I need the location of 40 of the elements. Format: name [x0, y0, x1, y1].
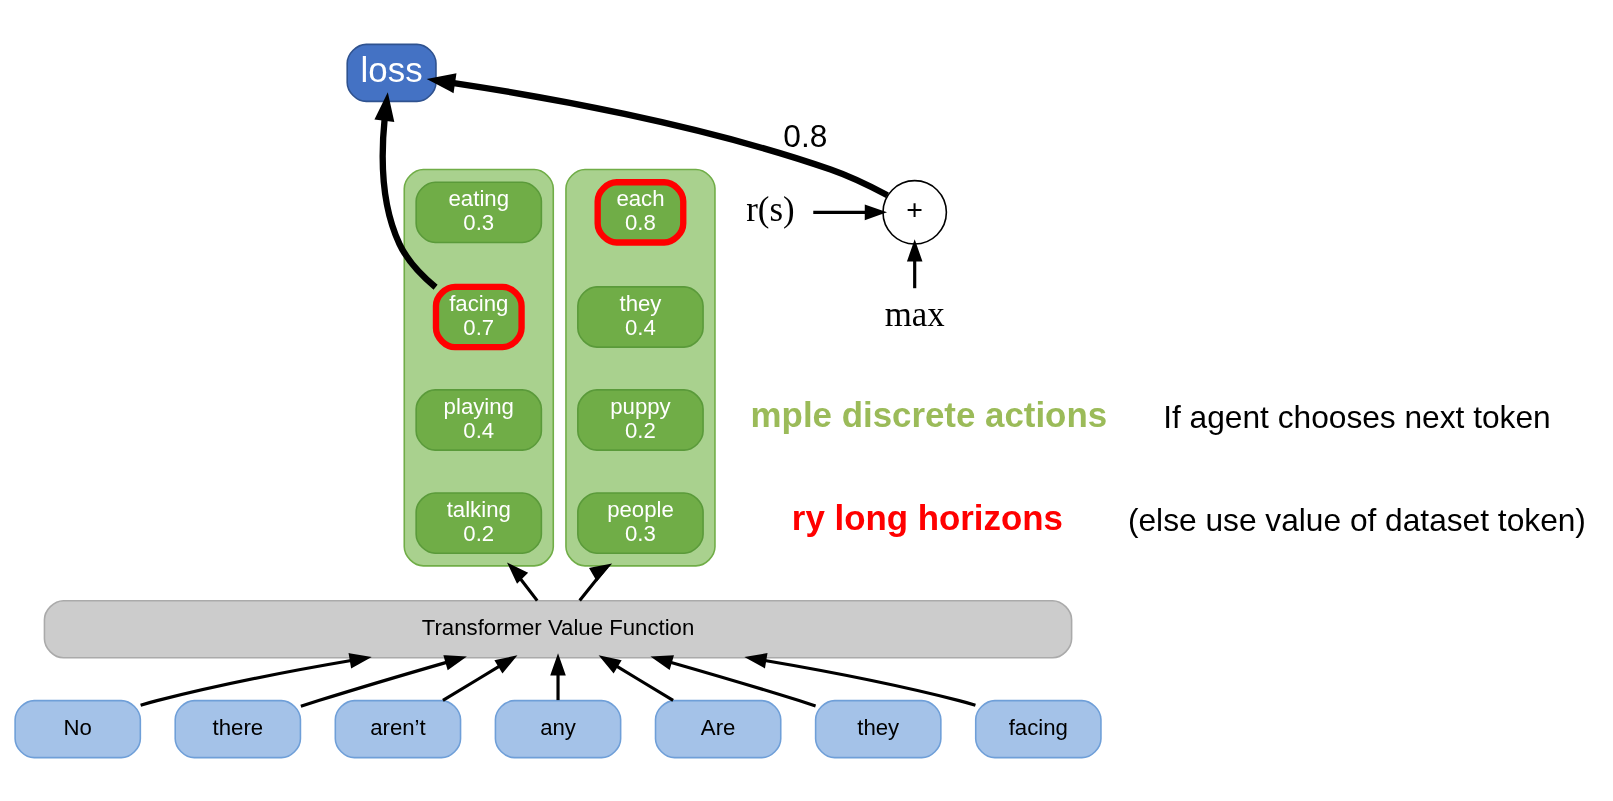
- arrow: [578, 562, 613, 602]
- node-box: Are: [654, 699, 782, 758]
- label: If agent chooses next token: [1163, 398, 1551, 435]
- node-box: people 0.3: [577, 491, 704, 554]
- node-box: eating 0.3: [415, 180, 543, 243]
- node-box: there: [174, 699, 302, 758]
- node-box: each 0.8: [594, 178, 687, 246]
- arrow: [442, 654, 518, 702]
- cluster: [565, 168, 716, 567]
- node-box: any: [494, 699, 622, 758]
- node-text: r(s): [746, 189, 795, 229]
- label: mple discrete actions: [750, 394, 1108, 434]
- arrow: [507, 561, 539, 602]
- arrow: [906, 238, 923, 288]
- arrow: [744, 652, 976, 707]
- node-box: loss: [346, 43, 437, 102]
- arrow: [550, 652, 566, 700]
- node-box: they 0.4: [577, 285, 704, 348]
- node-box: Transformer Value Function: [43, 599, 1073, 659]
- node-box: facing 0.7: [432, 283, 525, 350]
- label: ry long horizons: [791, 497, 1063, 537]
- node-box: aren’t: [334, 699, 462, 758]
- arrow: [140, 652, 372, 707]
- edge-label: 0.8: [783, 117, 828, 154]
- node-box: playing 0.4: [415, 388, 543, 451]
- cluster: [403, 168, 555, 567]
- node-box: puppy 0.2: [577, 388, 704, 451]
- arrow: [813, 204, 887, 220]
- node-circle: +: [882, 179, 948, 245]
- node-box: they: [814, 699, 942, 758]
- node-text: max: [884, 294, 945, 334]
- node-box: facing: [974, 699, 1102, 758]
- arrow: [300, 654, 467, 708]
- node-box: talking 0.2: [415, 491, 543, 554]
- arrow: [650, 654, 817, 707]
- arrow: [374, 91, 438, 290]
- arrow: [426, 72, 889, 198]
- label: (else use value of dataset token): [1127, 501, 1586, 538]
- node-box: No: [14, 699, 142, 758]
- arrow: [598, 654, 674, 702]
